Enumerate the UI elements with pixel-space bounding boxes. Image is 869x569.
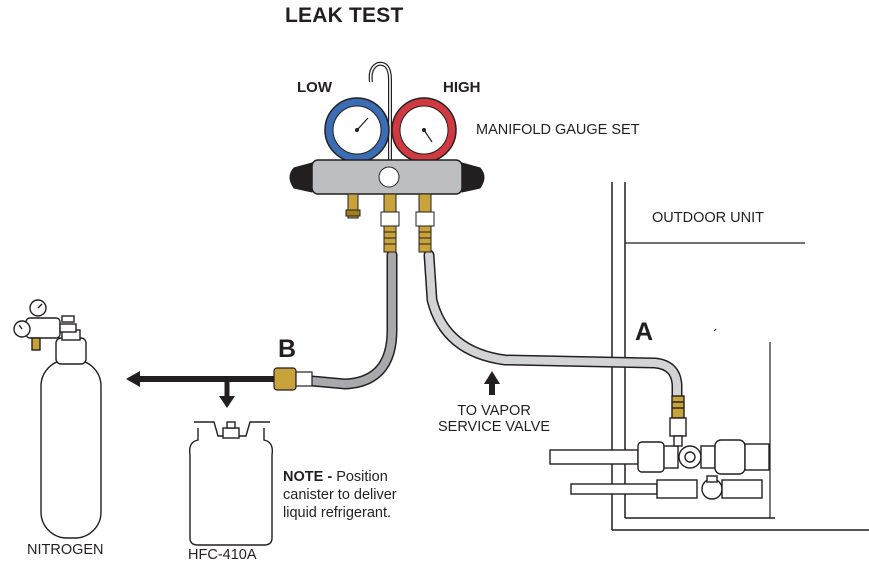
vapor-label: TO VAPOR SERVICE VALVE: [431, 403, 557, 435]
vapor-arrow: [484, 371, 500, 395]
note-line1: Position: [336, 469, 388, 485]
outdoor-unit: [611, 182, 869, 531]
high-gauge-label: HIGH: [443, 79, 481, 96]
note-line2: canister to deliver: [283, 487, 397, 503]
liquid-service-valve: [570, 475, 763, 500]
manifold-ports: [345, 193, 435, 253]
hose-to-nitrogen-tee: [306, 249, 398, 390]
note-line3: liquid refrigerant.: [283, 505, 391, 521]
point-b-label: B: [278, 335, 297, 363]
canister-note: NOTE - Position canister to deliver liqu…: [283, 468, 443, 522]
note-dash: -: [327, 469, 333, 485]
diagram-title: LEAK TEST: [285, 4, 404, 27]
low-gauge-label: LOW: [297, 79, 332, 96]
point-a-label: A: [635, 318, 654, 346]
vapor-label-line2: SERVICE VALVE: [437, 419, 551, 435]
nitrogen-cylinder: [13, 299, 102, 539]
tee-fitting-b: [273, 367, 313, 391]
nitrogen-label: NITROGEN: [27, 542, 104, 558]
manifold-gauge-set: [289, 61, 485, 253]
refrigerant-label: HFC-410A: [188, 547, 257, 563]
vapor-label-line1: TO VAPOR: [457, 403, 531, 419]
vapor-service-valve: [549, 395, 770, 475]
hose-to-vapor-valve: [423, 249, 683, 402]
low-pressure-gauge: [324, 97, 390, 169]
high-pressure-gauge: [391, 97, 457, 169]
manifold-label: MANIFOLD GAUGE SET: [476, 122, 640, 138]
outdoor-unit-label: OUTDOOR UNIT: [652, 210, 764, 226]
nitrogen-line: [126, 371, 274, 408]
refrigerant-canister: [188, 421, 274, 546]
note-heading: NOTE: [283, 469, 324, 485]
